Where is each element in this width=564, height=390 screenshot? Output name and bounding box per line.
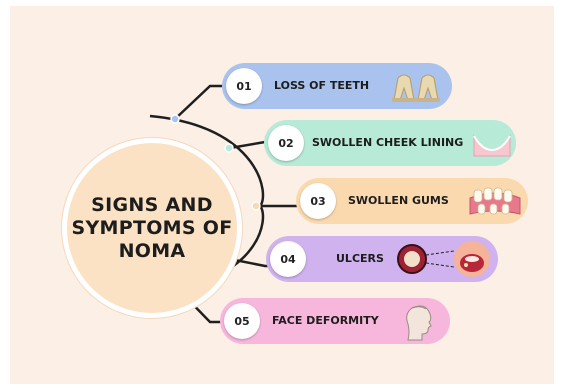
center-circle: SIGNS AND SYMPTOMS OF NOMA: [62, 138, 242, 318]
number-badge-05: 05: [224, 303, 260, 339]
symptom-pill-03: 03 SWOLLEN GUMS: [296, 178, 528, 224]
symptom-label-05: FACE DEFORMITY: [272, 314, 379, 327]
teeth-icon: [390, 70, 442, 104]
number-badge-03: 03: [300, 183, 336, 219]
connector-01: [175, 86, 228, 119]
symptom-label-01: LOSS OF TEETH: [274, 79, 369, 92]
center-title: SIGNS AND SYMPTOMS OF NOMA: [71, 194, 232, 263]
number-badge-04: 04: [270, 241, 306, 277]
gums-icon: [468, 184, 522, 218]
number-badge-02: 02: [268, 125, 304, 161]
symptom-label-03: SWOLLEN GUMS: [348, 194, 449, 207]
symptom-pill-01: 01 LOSS OF TEETH: [222, 63, 452, 109]
connector-dot-02: [225, 144, 233, 152]
connector-dot-03: [252, 202, 260, 210]
connector-dot-01: [171, 115, 179, 123]
number-badge-01: 01: [226, 68, 262, 104]
ulcer-icon: [396, 239, 496, 279]
symptom-label-04: ULCERS: [336, 252, 384, 265]
infographic-canvas: SIGNS AND SYMPTOMS OF NOMA 01 LOSS OF TE…: [10, 6, 554, 384]
symptom-pill-02: 02 SWOLLEN CHEEK LINING: [264, 120, 516, 166]
face-profile-icon: [402, 302, 436, 342]
symptom-pill-05: 05 FACE DEFORMITY: [220, 298, 450, 344]
cheek-lining-icon: [472, 130, 512, 158]
symptom-pill-04: 04 ULCERS: [266, 236, 498, 282]
symptom-label-02: SWOLLEN CHEEK LINING: [312, 136, 463, 149]
